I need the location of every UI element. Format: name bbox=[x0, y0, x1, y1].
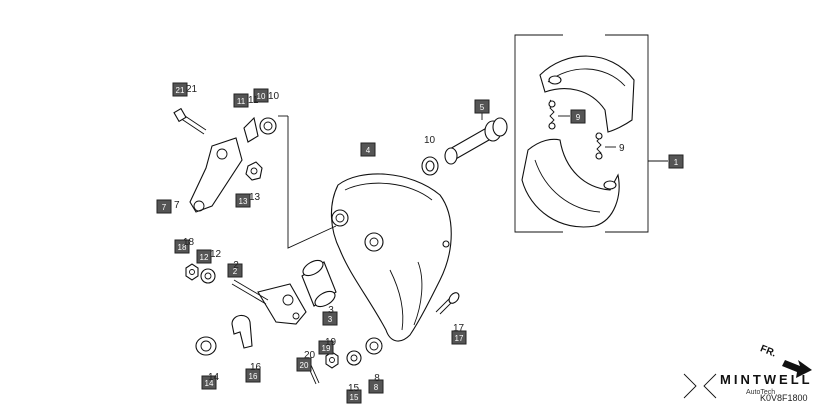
svg-text:20: 20 bbox=[300, 361, 309, 370]
callout-10b[interactable]: 10 bbox=[424, 135, 436, 146]
svg-text:7: 7 bbox=[174, 200, 180, 211]
svg-text:3: 3 bbox=[328, 315, 333, 324]
callout-9b[interactable]: 9 bbox=[619, 143, 625, 154]
brake-shoe-upper bbox=[539, 55, 635, 133]
svg-text:9: 9 bbox=[576, 113, 581, 122]
svg-text:11: 11 bbox=[248, 95, 259, 106]
svg-text:21: 21 bbox=[186, 84, 198, 95]
brand-name: MINTWELL bbox=[720, 372, 813, 387]
spring-upper bbox=[548, 99, 556, 130]
callout-15[interactable]: 15 15 bbox=[346, 383, 362, 404]
svg-text:19: 19 bbox=[322, 344, 331, 353]
svg-text:3: 3 bbox=[328, 305, 334, 316]
svg-text:2: 2 bbox=[233, 267, 238, 276]
bolt-17 bbox=[435, 292, 460, 315]
brake-shoe-lower bbox=[521, 138, 620, 228]
brand-subtitle: AutoTech bbox=[746, 389, 776, 396]
washer-10 bbox=[259, 117, 277, 135]
callout-17[interactable]: 17 17 bbox=[451, 323, 467, 345]
callout-1[interactable]: 1 bbox=[668, 154, 684, 169]
svg-text:13: 13 bbox=[249, 192, 261, 203]
svg-text:12: 12 bbox=[210, 249, 222, 260]
svg-text:14: 14 bbox=[208, 372, 220, 383]
brake-panel bbox=[330, 173, 452, 342]
cam-washer bbox=[421, 156, 439, 176]
svg-text:17: 17 bbox=[455, 334, 464, 343]
callout-20[interactable]: 20 20 bbox=[296, 350, 316, 372]
washer-8 bbox=[365, 337, 383, 355]
svg-text:8: 8 bbox=[374, 383, 379, 392]
callout-16[interactable]: 16 16 bbox=[245, 362, 262, 383]
callout-14[interactable]: 14 14 bbox=[201, 372, 220, 390]
collar bbox=[301, 259, 337, 308]
callout-4[interactable]: 4 bbox=[360, 142, 376, 157]
spring-lower bbox=[595, 132, 603, 160]
svg-text:13: 13 bbox=[239, 197, 248, 206]
wear-indicator bbox=[243, 116, 259, 143]
callout-12[interactable]: 12 12 bbox=[196, 249, 222, 264]
callout-18[interactable]: 18 18 bbox=[174, 237, 195, 254]
callout-7[interactable]: 7 7 bbox=[156, 199, 180, 214]
svg-text:16: 16 bbox=[249, 372, 258, 381]
nut-13 bbox=[245, 161, 263, 181]
svg-text:14: 14 bbox=[205, 379, 214, 388]
svg-text:1: 1 bbox=[674, 158, 679, 167]
diagram-code: K0V8F1800 bbox=[760, 393, 808, 403]
svg-text:10: 10 bbox=[424, 135, 436, 146]
callout-10a[interactable]: 10 10 bbox=[253, 88, 280, 103]
washer-15 bbox=[346, 350, 362, 366]
adjuster-plate bbox=[231, 279, 307, 325]
callout-11[interactable]: 11 11 bbox=[233, 93, 259, 108]
callout-19[interactable]: 19 19 bbox=[318, 337, 337, 355]
bolt-21 bbox=[173, 107, 207, 135]
svg-text:17: 17 bbox=[453, 323, 465, 334]
svg-text:4: 4 bbox=[366, 146, 371, 155]
svg-text:10: 10 bbox=[257, 92, 266, 101]
svg-text:2: 2 bbox=[233, 260, 239, 271]
svg-text:11: 11 bbox=[237, 97, 246, 106]
callout-5[interactable]: 5 bbox=[474, 99, 490, 114]
svg-text:15: 15 bbox=[348, 383, 360, 394]
svg-text:7: 7 bbox=[162, 203, 167, 212]
nut-18 bbox=[185, 263, 199, 281]
shoe-group-bracket bbox=[514, 34, 668, 233]
bushing-14 bbox=[195, 336, 217, 356]
svg-text:19: 19 bbox=[325, 337, 337, 348]
svg-text:21: 21 bbox=[176, 86, 185, 95]
svg-text:20: 20 bbox=[304, 350, 316, 361]
callout-21[interactable]: 21 21 bbox=[172, 82, 198, 97]
svg-text:18: 18 bbox=[183, 237, 195, 248]
callout-2[interactable]: 2 2 bbox=[227, 260, 243, 278]
callout-3[interactable]: 3 3 bbox=[322, 305, 338, 326]
front-direction-arrow bbox=[782, 360, 812, 378]
callout-9a[interactable]: 9 bbox=[570, 109, 586, 124]
callout-8[interactable]: 8 8 bbox=[368, 373, 384, 394]
svg-text:15: 15 bbox=[350, 393, 359, 402]
clip-16 bbox=[231, 314, 253, 349]
svg-text:9: 9 bbox=[619, 143, 625, 154]
svg-text:5: 5 bbox=[480, 103, 485, 112]
brake-cam-shaft bbox=[444, 110, 508, 165]
brand-logo-mark bbox=[683, 373, 717, 399]
svg-text:16: 16 bbox=[250, 362, 262, 373]
callout-13[interactable]: 13 13 bbox=[235, 192, 261, 208]
svg-text:12: 12 bbox=[200, 253, 209, 262]
svg-text:18: 18 bbox=[178, 243, 187, 252]
washer-12 bbox=[200, 268, 216, 284]
svg-text:8: 8 bbox=[374, 373, 380, 384]
brake-arm bbox=[189, 137, 243, 213]
svg-text:10: 10 bbox=[268, 91, 280, 102]
